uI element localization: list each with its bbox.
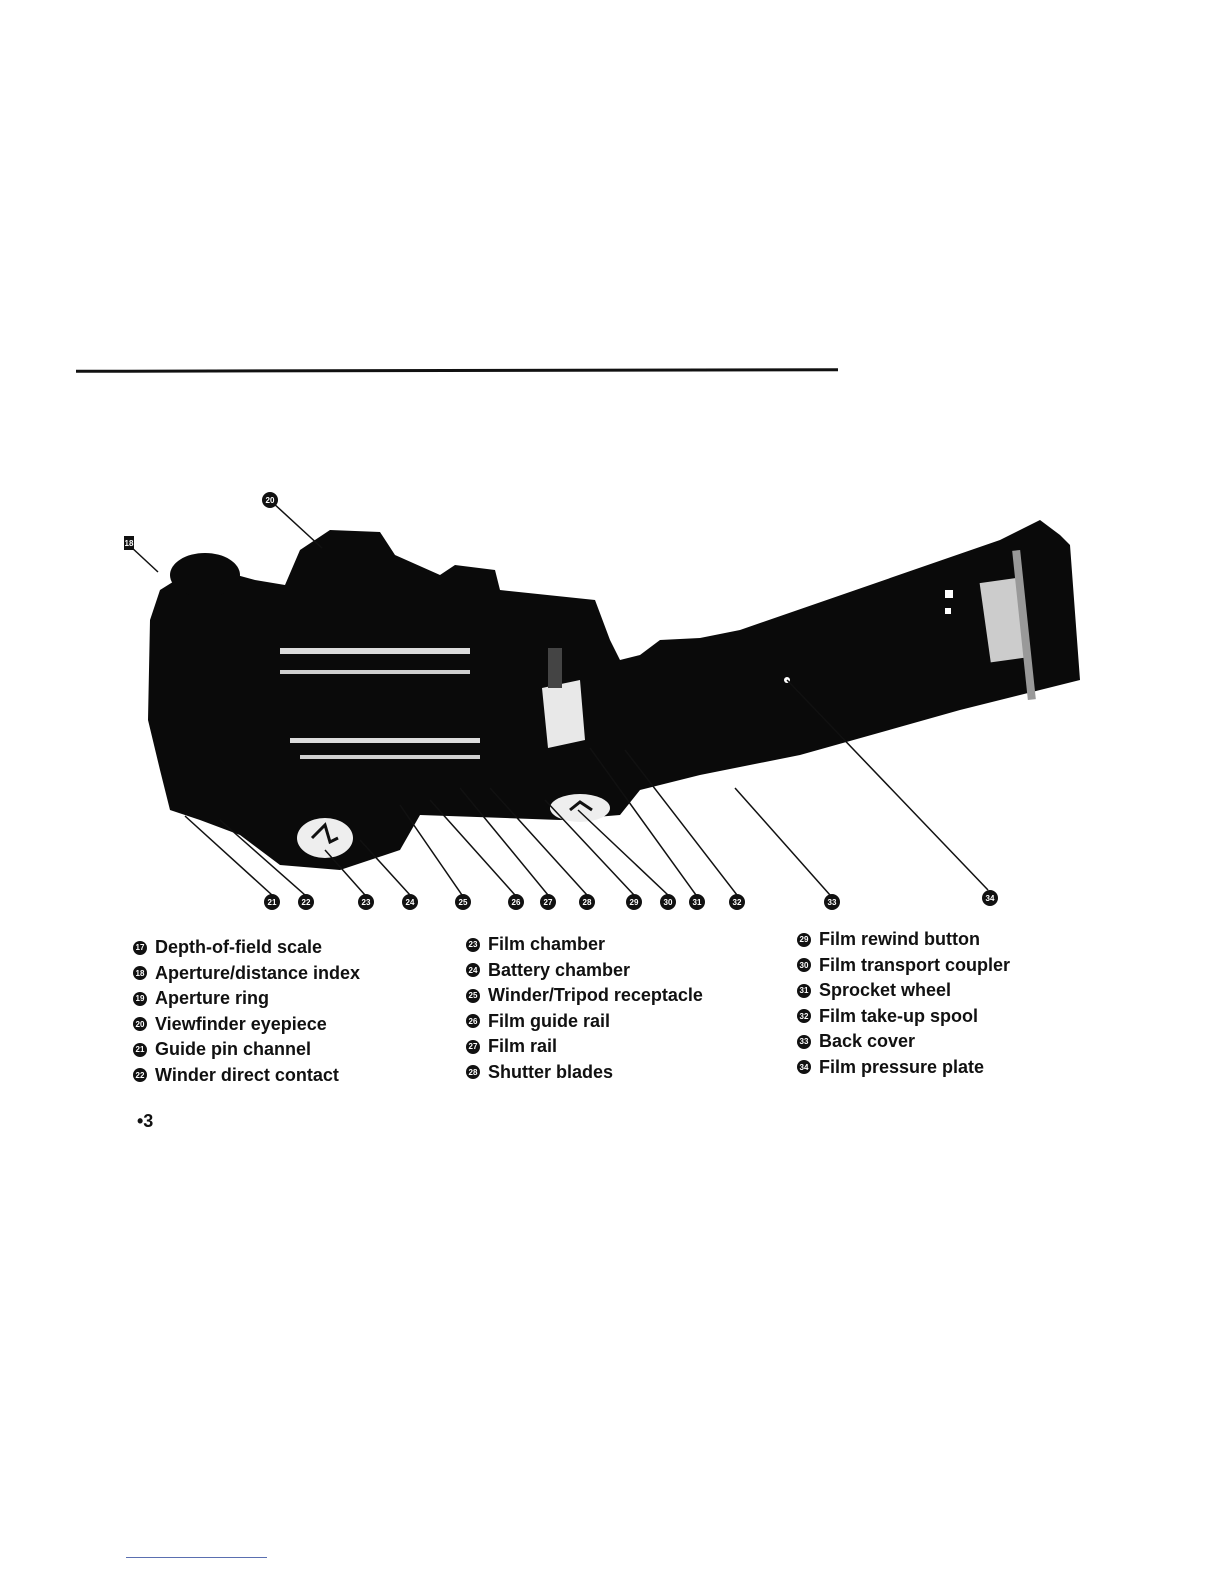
legend-label: Guide pin channel — [155, 1039, 312, 1059]
legend-label: Film guide rail — [488, 1010, 611, 1031]
svg-text:31: 31 — [693, 898, 702, 907]
number-badge: 25 — [466, 988, 480, 1003]
legend-label: Film transport coupler — [819, 954, 1011, 975]
svg-text:24: 24 — [406, 898, 415, 907]
legend-item: 28 Shutter blades — [466, 1060, 703, 1086]
legend-label: Sprocket wheel — [819, 980, 952, 1000]
callout-20 — [262, 492, 278, 508]
legend-item: 19 Aperture ring — [133, 986, 360, 1012]
legend-item: 31 Sprocket wheel — [797, 978, 1010, 1004]
legend-item: 18 Aperture/distance index — [133, 961, 360, 987]
svg-text:30: 30 — [664, 898, 673, 907]
number-badge: 20 — [133, 1017, 147, 1032]
callout-32 — [729, 894, 745, 910]
number-badge: 22 — [133, 1068, 147, 1083]
svg-text:20: 20 — [266, 496, 275, 505]
callout-22 — [298, 894, 314, 910]
page-number: •3 — [137, 1111, 154, 1131]
legend-label: Winder direct contact — [155, 1064, 339, 1085]
legend-item: 24 Battery chamber — [466, 958, 703, 984]
legend-label: Film chamber — [488, 934, 606, 954]
callout-24 — [402, 894, 418, 910]
number-badge: 28 — [466, 1065, 480, 1080]
svg-text:21: 21 — [268, 898, 277, 907]
svg-text:28: 28 — [583, 898, 592, 907]
top-horizontal-rule — [76, 368, 838, 373]
camera-diagram: 20 18 21 22 23 24 25 26 27 28 29 30 31 3… — [124, 492, 1080, 910]
legend-label: Film take-up spool — [819, 1005, 979, 1026]
callout-28 — [579, 894, 595, 910]
legend-column-3: 29 Film rewind button 30 Film transport co… — [797, 927, 1010, 1080]
callout-18 — [124, 536, 134, 550]
legend-label: Shutter blades — [488, 1061, 614, 1082]
legend-item: 30 Film transport coupler — [797, 953, 1010, 979]
svg-text:33: 33 — [828, 898, 837, 907]
legend-column-2: 23 Film chamber 24 Battery chamber 25 Winde… — [466, 932, 703, 1085]
legend-label: Film rewind button — [819, 929, 980, 949]
number-badge: 34 — [797, 1060, 811, 1075]
svg-text:23: 23 — [362, 898, 371, 907]
callout-badges: 20 18 21 22 23 24 25 26 27 28 29 30 31 3… — [124, 492, 998, 910]
callout-31 — [689, 894, 705, 910]
legend-item: 26 Film guide rail — [466, 1009, 703, 1035]
legend-label: Back cover — [819, 1031, 916, 1051]
callout-25 — [455, 894, 471, 910]
legend-item: 27 Film rail — [466, 1034, 703, 1060]
legend-item: 25 Winder/Tripod receptacle — [466, 983, 703, 1009]
footer-rule — [126, 1557, 267, 1558]
legend-item: 22 Winder direct contact — [133, 1063, 360, 1089]
callout-21 — [264, 894, 280, 910]
legend-item: 21 Guide pin channel — [133, 1037, 360, 1063]
number-badge: 31 — [797, 983, 811, 998]
legend-label: Depth-of-field scale — [155, 937, 323, 957]
legend-column-1: 17 Depth-of-field scale 18 Aperture/distan… — [133, 935, 360, 1088]
svg-text:29: 29 — [630, 898, 639, 907]
legend-item: 29 Film rewind button — [797, 927, 1010, 953]
callout-29 — [626, 894, 642, 910]
svg-text:34: 34 — [986, 894, 995, 903]
legend-item: 32 Film take-up spool — [797, 1004, 1010, 1030]
number-badge: 29 — [797, 932, 811, 947]
callout-34 — [982, 890, 998, 906]
number-badge: 33 — [797, 1034, 811, 1049]
camera-body — [148, 520, 1080, 870]
svg-text:18: 18 — [125, 539, 134, 548]
callout-27 — [540, 894, 556, 910]
svg-text:22: 22 — [302, 898, 311, 907]
legend-item: 17 Depth-of-field scale — [133, 935, 360, 961]
legend-label: Film pressure plate — [819, 1056, 985, 1077]
legend-item: 34 Film pressure plate — [797, 1055, 1010, 1081]
svg-text:32: 32 — [733, 898, 742, 907]
number-badge: 26 — [466, 1014, 480, 1029]
svg-text:26: 26 — [512, 898, 521, 907]
legend-item: 23 Film chamber — [466, 932, 703, 958]
svg-text:25: 25 — [459, 898, 468, 907]
legend-item: 20 Viewfinder eyepiece — [133, 1012, 360, 1038]
number-badge: 19 — [133, 991, 147, 1006]
leader-lines — [129, 501, 989, 896]
number-badge: 17 — [133, 940, 147, 955]
number-badge: 27 — [466, 1039, 480, 1054]
number-badge: 30 — [797, 958, 811, 973]
number-badge: 18 — [133, 966, 147, 981]
legend-label: Winder/Tripod receptacle — [488, 985, 703, 1005]
number-badge: 23 — [466, 937, 480, 952]
number-badge: 32 — [797, 1009, 811, 1024]
legend-item: 33 Back cover — [797, 1029, 1010, 1055]
number-badge: 24 — [466, 963, 480, 978]
legend-label: Viewfinder eyepiece — [155, 1013, 327, 1034]
callout-23 — [358, 894, 374, 910]
legend-label: Film rail — [488, 1036, 558, 1056]
number-badge: 21 — [133, 1042, 147, 1057]
callout-33 — [824, 894, 840, 910]
legend-label: Aperture/distance index — [155, 962, 361, 983]
legend-label: Battery chamber — [488, 959, 631, 980]
callout-30 — [660, 894, 676, 910]
callout-26 — [508, 894, 524, 910]
legend-label: Aperture ring — [155, 988, 270, 1008]
svg-text:27: 27 — [544, 898, 553, 907]
